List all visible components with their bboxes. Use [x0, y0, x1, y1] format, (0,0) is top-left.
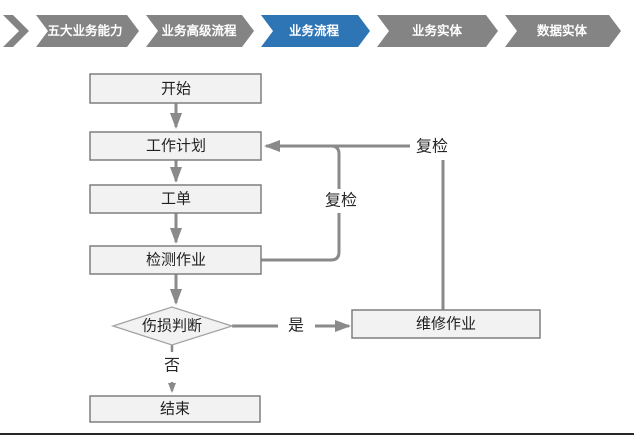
flow-node-judge-decision: 伤损判断	[110, 306, 235, 346]
flow-node-inspect-shape	[89, 245, 262, 275]
flow-node-start: 开始	[89, 73, 262, 104]
flow-node-end-label: 结束	[160, 401, 190, 418]
edge-label-recheck-outer: 复检	[410, 134, 454, 160]
flow-nodes: 开始 工作计划 工单 检测作业 伤损判断 维修作业	[89, 73, 541, 423]
flow-node-end: 结束	[89, 395, 261, 423]
nav-step-1-label: 五大业务能力	[47, 23, 122, 38]
flow-node-order-label: 工单	[161, 191, 191, 208]
edge-labels: 复检 复检 是 否	[154, 134, 454, 382]
edge-label-yes: 是	[278, 314, 315, 338]
nav-step-2-shape[interactable]	[146, 15, 254, 47]
edge-label-no-bg	[154, 352, 190, 382]
slide-bottom-border	[0, 433, 634, 435]
nav-step-3-label: 业务流程	[289, 23, 340, 38]
flow-node-repair-shape	[351, 309, 541, 339]
flow-node-repair-label: 维修作业	[416, 316, 476, 333]
nav-step-2[interactable]: 业务高级流程	[146, 15, 254, 47]
nav-step-1-shape[interactable]	[36, 15, 139, 47]
flow-node-order-shape	[89, 184, 262, 214]
nav-step-3-shape[interactable]	[261, 15, 370, 47]
edge-label-recheck-inner: 复检	[322, 189, 360, 213]
flow-node-order: 工单	[89, 184, 262, 214]
nav-lead-chevron-icon	[3, 15, 29, 47]
flow-node-start-label: 开始	[161, 81, 191, 98]
nav-step-5-label: 数据实体	[536, 23, 588, 38]
nav-step-5[interactable]: 数据实体	[505, 15, 621, 47]
flow-node-judge-label: 伤损判断	[142, 318, 202, 335]
nav-step-4[interactable]: 业务实体	[377, 15, 498, 47]
nav-step-2-label: 业务高级流程	[161, 23, 237, 38]
flow-node-inspect: 检测作业	[89, 245, 262, 275]
flow-node-end-shape	[89, 395, 261, 423]
chevron-nav: 五大业务能力 业务高级流程 业务流程 业务实体 数据实体	[3, 15, 621, 47]
flow-node-judge-shape	[110, 306, 235, 346]
edge-label-recheck-inner-text: 复检	[325, 192, 357, 210]
edge-label-no: 否	[154, 352, 190, 382]
edge-label-recheck-inner-bg	[322, 189, 360, 213]
edge-label-recheck-outer-text: 复检	[416, 138, 448, 156]
flow-node-plan-label: 工作计划	[146, 138, 206, 155]
nav-step-3-active[interactable]: 业务流程	[261, 15, 370, 47]
flow-node-plan-shape	[89, 131, 262, 161]
nav-step-5-shape[interactable]	[505, 15, 621, 47]
edge-label-yes-bg	[278, 314, 315, 338]
nav-step-4-label: 业务实体	[412, 23, 463, 38]
flow-node-start-shape	[89, 73, 262, 104]
flow-node-plan: 工作计划	[89, 131, 262, 161]
flow-node-repair: 维修作业	[351, 309, 541, 339]
edge-label-no-text: 否	[164, 358, 180, 375]
flow-node-inspect-label: 检测作业	[146, 252, 206, 269]
edge-label-recheck-outer-bg	[410, 134, 454, 160]
nav-step-1[interactable]: 五大业务能力	[36, 15, 139, 47]
edge-label-yes-text: 是	[288, 318, 304, 335]
nav-step-4-shape[interactable]	[377, 15, 498, 47]
